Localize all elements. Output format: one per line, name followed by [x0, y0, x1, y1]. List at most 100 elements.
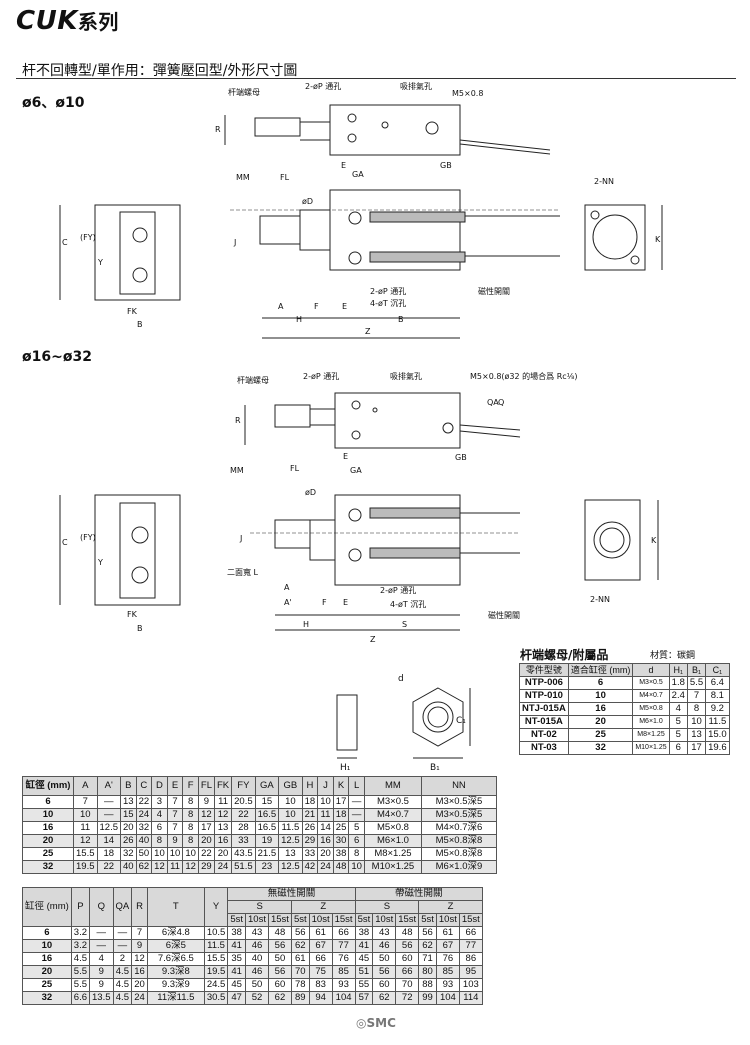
label-a: A [278, 302, 284, 311]
label2-p-port: 2-øP 通孔 [303, 371, 339, 381]
t1-cell: 8 [182, 834, 199, 848]
t2-h-switch: 帶磁性開關 [354, 887, 483, 901]
label-mm: MM [236, 173, 250, 182]
t1-cell: 43.5 [231, 847, 256, 861]
t2-cell: 67 [435, 939, 460, 953]
t1-cell: 7 [166, 821, 184, 835]
t2-cell: 62 [290, 939, 310, 953]
t1-header-cell: D [151, 776, 168, 796]
t1-cell: 26 [301, 821, 319, 835]
t2-cell: 40 [245, 952, 269, 966]
t1-cell: 11 [213, 795, 233, 809]
t2-cell: 38 [227, 926, 247, 940]
title-rule [16, 78, 736, 79]
nut-label-h1: H₁ [340, 763, 351, 773]
smc-logo-icon: ◎ [356, 1016, 367, 1030]
label2-breath: 吸排氣孔 [390, 371, 422, 381]
t2-cell: 61 [308, 926, 333, 940]
t2-cell: 46 [372, 939, 397, 953]
t1-cell: 13 [213, 821, 233, 835]
acc-cell: 8 [686, 702, 707, 716]
label-t-cb: 4-øT 沉孔 [370, 299, 406, 308]
label2-mm: MM [230, 466, 244, 475]
t2-cell: 9.3深8 [146, 965, 205, 979]
t2-h-s2: S [354, 900, 420, 914]
size-label-small: ø6、ø10 [22, 95, 85, 111]
t2-cell: 61 [435, 926, 460, 940]
t2-cell: 10 [22, 939, 72, 953]
t1-cell: M6×1.0深9 [420, 860, 497, 874]
t2-stroke-cell: 15st [331, 913, 356, 927]
label-breath: 吸排氣孔 [400, 81, 432, 91]
t2-cell: 4.5 [70, 952, 91, 966]
acc-cell: NT-02 [519, 728, 569, 742]
t1-cell: M6×1.0 [363, 834, 422, 848]
label-k: K [655, 235, 661, 244]
t2-h-qa: QA [112, 887, 133, 927]
t2-cell: 60 [395, 952, 420, 966]
t1-cell: 10 [278, 808, 303, 822]
t2-cell: 50 [245, 978, 269, 992]
acc-cell: 25 [567, 728, 634, 742]
t2-cell: 43 [245, 926, 269, 940]
nut-drawing: d H₁ B₁ C₁ [336, 674, 471, 773]
acc-cell: 16 [567, 702, 634, 716]
t2-cell: 77 [331, 939, 356, 953]
t2-cell: 38 [354, 926, 374, 940]
acc-cell: 10 [686, 715, 707, 729]
t1-cell: 33 [231, 834, 256, 848]
t1-cell: M5×0.8深8 [420, 847, 497, 861]
t2-cell: 43 [372, 926, 397, 940]
t2-cell: 56 [267, 939, 292, 953]
t2-cell: 7.6深6.5 [146, 952, 205, 966]
t2-cell: 46 [245, 939, 269, 953]
acc-cell: NTP-006 [519, 676, 569, 690]
size-label-large: ø16~ø32 [22, 349, 92, 365]
label-e-2: E [342, 302, 347, 311]
label2-c: C [62, 538, 68, 547]
t2-h-z1: Z [290, 900, 356, 914]
label2-e: E [343, 452, 348, 461]
t2-cell: 6 [22, 926, 72, 940]
t2-cell: 10.5 [203, 926, 229, 940]
t1-cell: 15 [120, 808, 137, 822]
t2-cell: 77 [458, 939, 483, 953]
label2-gb: GB [455, 453, 467, 462]
t2-stroke-cell: 10st [308, 913, 333, 927]
t1-cell: 18 [301, 795, 319, 809]
nut-label-b1: B₁ [430, 763, 440, 773]
acc-cell: M3×0.5 [632, 676, 670, 690]
t2-cell: 93 [331, 978, 356, 992]
t2-h-z2: Z [418, 900, 483, 914]
t1-cell: 10 [278, 795, 303, 809]
t1-header-cell: MM [363, 776, 422, 796]
t1-cell: 8 [182, 821, 199, 835]
t2-cell: 30.5 [203, 991, 229, 1005]
t1-cell: 19 [254, 834, 280, 848]
t1-cell: 29 [301, 834, 319, 848]
t1-cell: 12 [151, 860, 168, 874]
t1-cell: 20 [197, 834, 215, 848]
t2-cell: 12 [131, 952, 148, 966]
t1-cell: 12.5 [96, 821, 121, 835]
label2-q: Q [498, 398, 504, 407]
t1-header-cell: E [166, 776, 184, 796]
t1-cell: 20 [120, 821, 137, 835]
t1-cell: 7 [166, 795, 184, 809]
acc-cell: 20 [567, 715, 634, 729]
t2-cell: 56 [372, 965, 397, 979]
t1-cell: 8 [348, 847, 365, 861]
top-view-body [329, 104, 461, 156]
t2-h-s1: S [227, 900, 292, 914]
t1-cell: 48 [332, 860, 350, 874]
t1-cell: 62 [135, 860, 153, 874]
t1-cell: 12 [73, 834, 98, 848]
